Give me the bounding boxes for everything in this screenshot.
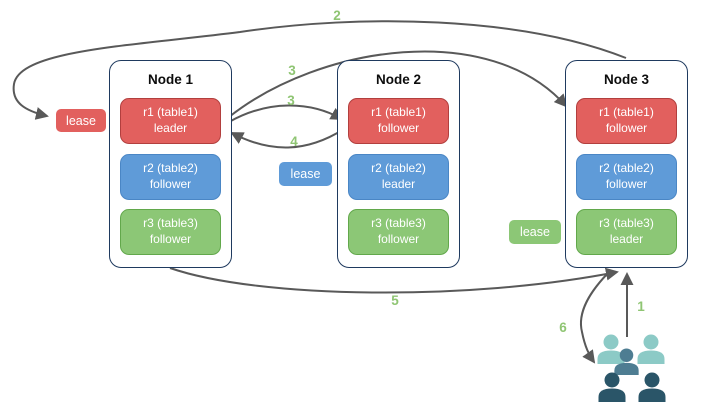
replica-name: r2 (table2) (599, 161, 654, 176)
node-3-replica-r2: r2 (table2) follower (576, 154, 677, 200)
users-group-icon (597, 334, 666, 402)
node-2-box: Node 2 r1 (table1) follower r2 (table2) … (337, 60, 460, 268)
replica-name: r1 (table1) (599, 105, 654, 120)
node-1-replica-r1: r1 (table1) leader (120, 98, 221, 144)
node-2-replica-r3: r3 (table3) follower (348, 209, 449, 255)
node-1-title: Node 1 (147, 72, 193, 87)
step-label-1: 1 (637, 299, 645, 314)
replica-name: r2 (table2) (371, 161, 426, 176)
replica-name: r3 (table3) (371, 216, 426, 231)
arrow-step5-node1-to-node3 (169, 267, 619, 294)
node-3-title: Node 3 (603, 72, 649, 87)
node-3-box: Node 3 r1 (table1) follower r2 (table2) … (565, 60, 688, 268)
replica-role: follower (149, 177, 192, 191)
replica-role: follower (605, 177, 648, 191)
replica-role: leader (381, 177, 416, 191)
step-label-5: 5 (391, 293, 399, 308)
replica-role: follower (149, 232, 192, 246)
replica-name: r1 (table1) (371, 105, 426, 120)
replica-role: leader (153, 121, 188, 135)
replica-role: leader (609, 232, 644, 246)
replica-name: r2 (table2) (143, 161, 198, 176)
node-1-replica-r3: r3 (table3) follower (120, 209, 221, 255)
arrow-step2-node3-to-red-lease (12, 20, 627, 120)
node-3-replica-r3: r3 (table3) leader (576, 209, 677, 255)
lease-badge-table1: lease (55, 108, 107, 133)
node-2-replica-r2: r2 (table2) leader (348, 154, 449, 200)
replica-name: r1 (table1) (143, 105, 198, 120)
node-2-replica-r1: r1 (table1) follower (348, 98, 449, 144)
replica-role: follower (605, 121, 648, 135)
replica-role: follower (377, 121, 420, 135)
step-label-6: 6 (559, 320, 567, 335)
node-2-title: Node 2 (375, 72, 421, 87)
step-label-4: 4 (290, 134, 298, 149)
node-1-replica-r2: r2 (table2) follower (120, 154, 221, 200)
node-1-box: Node 1 r1 (table1) leader r2 (table2) fo… (109, 60, 232, 268)
lease-badge-table2: lease (278, 161, 333, 187)
step-label-3a: 3 (288, 63, 296, 78)
node-3-replica-r1: r1 (table1) follower (576, 98, 677, 144)
replica-role: follower (377, 232, 420, 246)
step-label-2: 2 (333, 8, 341, 23)
lease-badge-table3: lease (508, 219, 562, 245)
replica-name: r3 (table3) (143, 216, 198, 231)
step-label-3b: 3 (287, 93, 295, 108)
replica-name: r3 (table3) (599, 216, 654, 231)
